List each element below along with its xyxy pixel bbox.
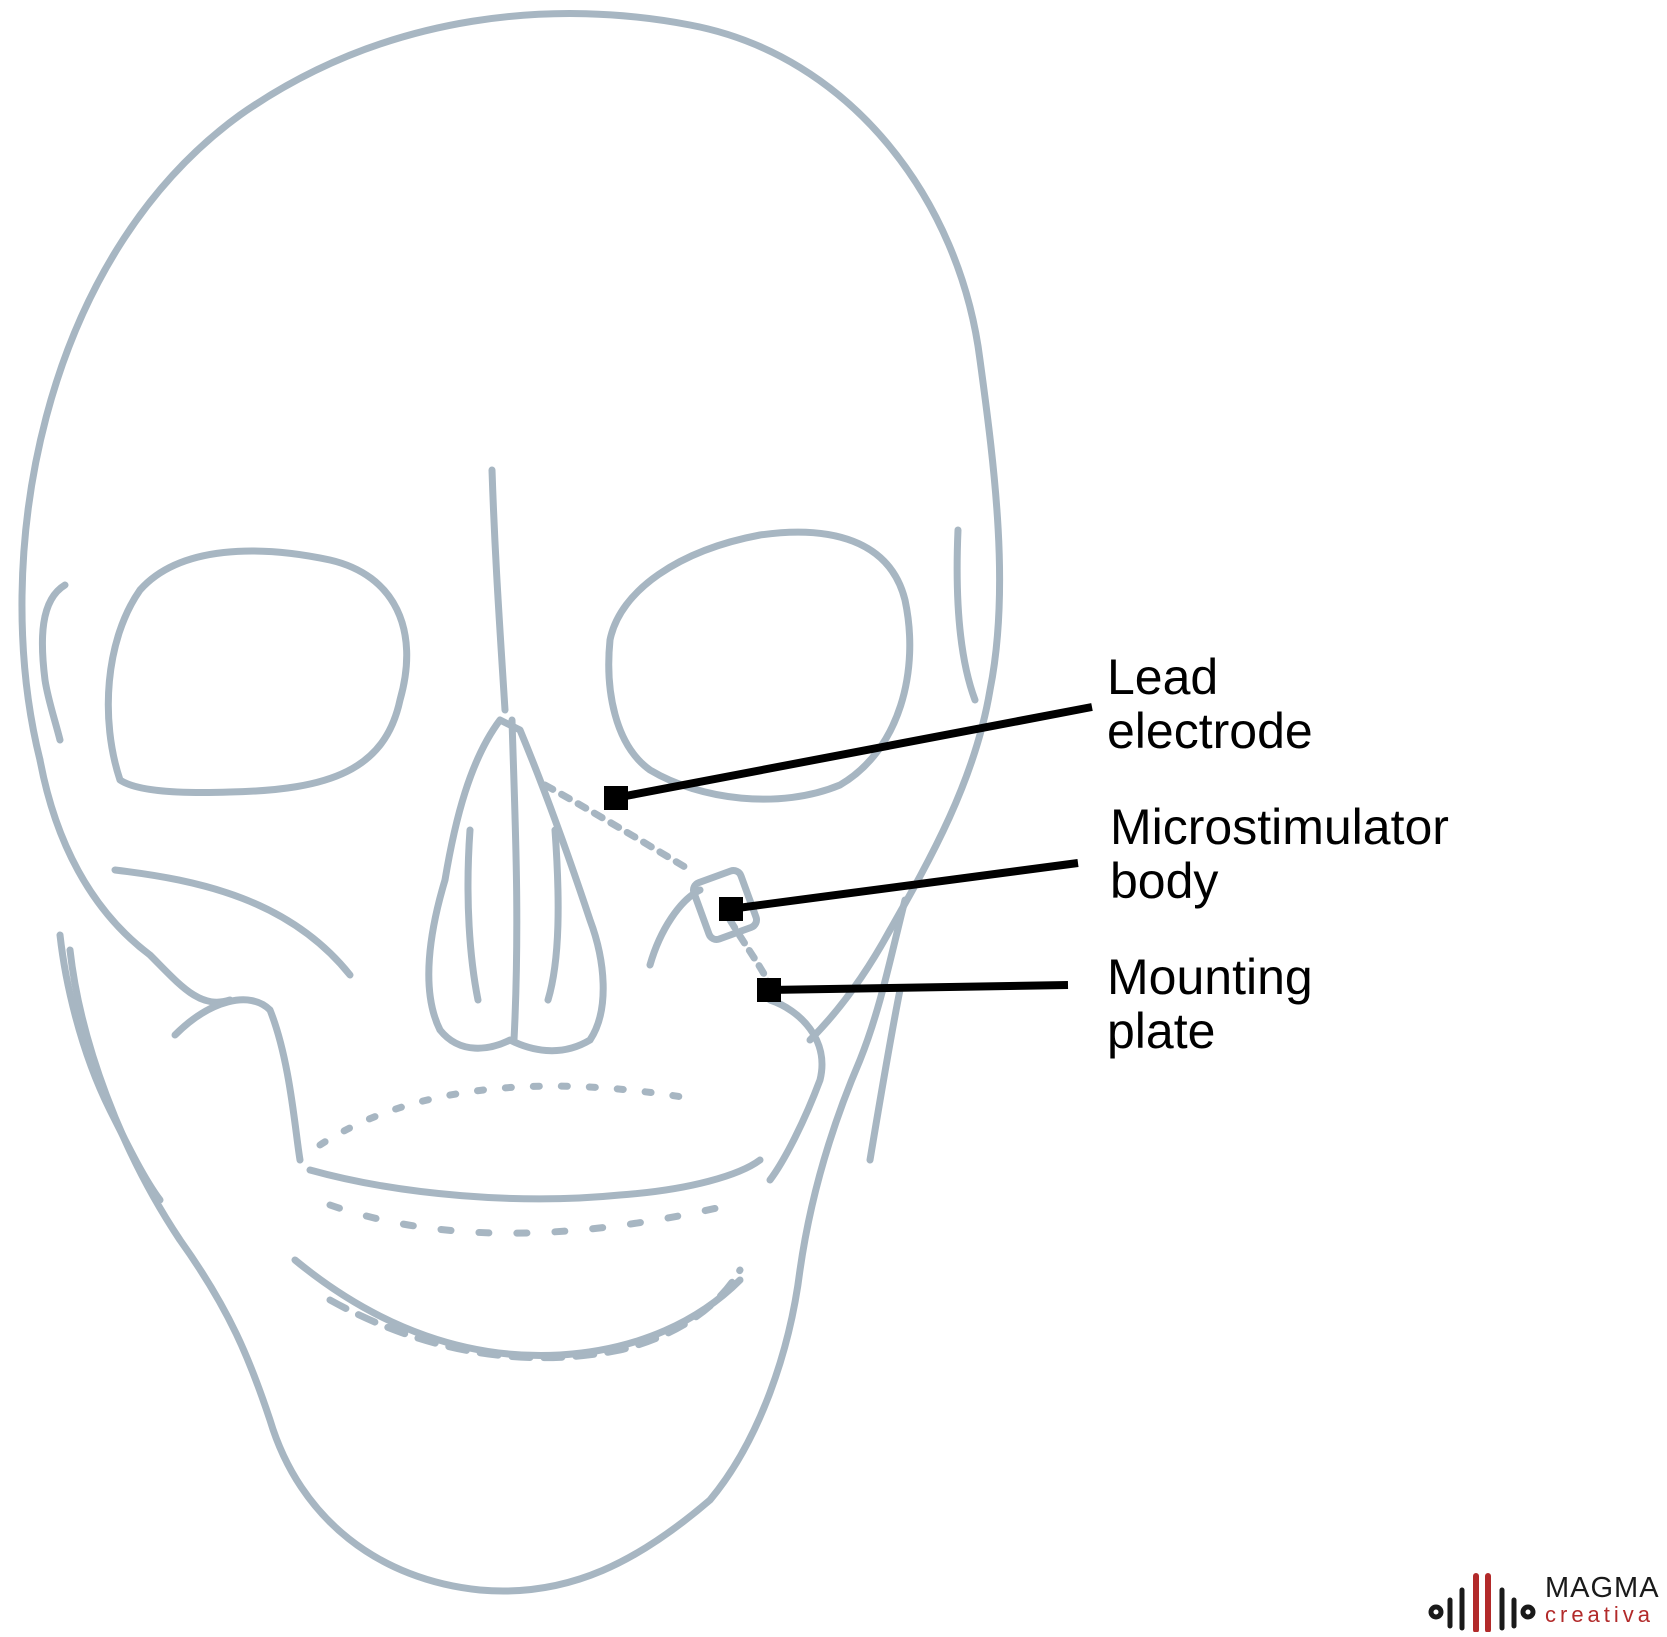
lead-electrode-label: Lead electrode (1107, 650, 1313, 758)
nasal-cavity (425, 716, 607, 1055)
mounting-plate-marker (757, 978, 781, 1002)
microstimulator-outline (690, 867, 760, 943)
mounting-plate-leader (767, 981, 1069, 994)
left-ear-outline (38, 581, 69, 744)
mounting-plate-label: Mounting plate (1107, 950, 1313, 1058)
right-ear-lower (866, 986, 904, 1164)
left-orbit (104, 547, 411, 796)
lead-electrode-label-line2: electrode (1107, 703, 1313, 759)
mounting-plate-label-line2: plate (1107, 1003, 1216, 1059)
microstimulator-marker (719, 897, 743, 921)
left-ear-lower (56, 931, 164, 1204)
right-masseter (766, 996, 826, 1184)
nasal-inner-left (464, 826, 482, 1004)
lower-teeth-line (291, 1256, 744, 1360)
upper-teeth-line (306, 1156, 764, 1203)
mounting-plate-label-line1: Mounting (1107, 949, 1313, 1005)
microstimulator-body-label-line2: body (1110, 853, 1219, 909)
lower-teeth-dash (326, 1266, 744, 1362)
magma-logo-icon (1428, 1573, 1536, 1632)
upper-teeth-dash (316, 1082, 704, 1149)
left-masseter (171, 996, 304, 1164)
logo-wordmark-top: MAGMA (1545, 1572, 1660, 1604)
left-zygomatic (111, 866, 354, 979)
right-zygomatic (646, 886, 704, 969)
nasal-bridge (488, 466, 509, 714)
nasal-septum (508, 716, 521, 1044)
jaw-outline (66, 896, 909, 1595)
microstimulator-leader (729, 859, 1079, 913)
logo-wordmark-bottom: creativa (1545, 1602, 1655, 1627)
left-face-outline (36, 756, 234, 1006)
lead-electrode-label-line1: Lead (1107, 649, 1219, 705)
microstimulator-body-label-line1: Microstimulator (1110, 799, 1449, 855)
lead-electrode-marker (604, 786, 628, 810)
right-ear-outline (953, 526, 979, 704)
lead-electrode-leader (614, 703, 1093, 802)
lead-electrode-path (541, 781, 694, 874)
nasal-inner-right (544, 826, 562, 1004)
microstimulator-body-label: Microstimulator body (1110, 800, 1449, 908)
right-orbit (605, 528, 914, 803)
teeth-separators (326, 1201, 734, 1237)
cranium-outline (18, 10, 1004, 1044)
